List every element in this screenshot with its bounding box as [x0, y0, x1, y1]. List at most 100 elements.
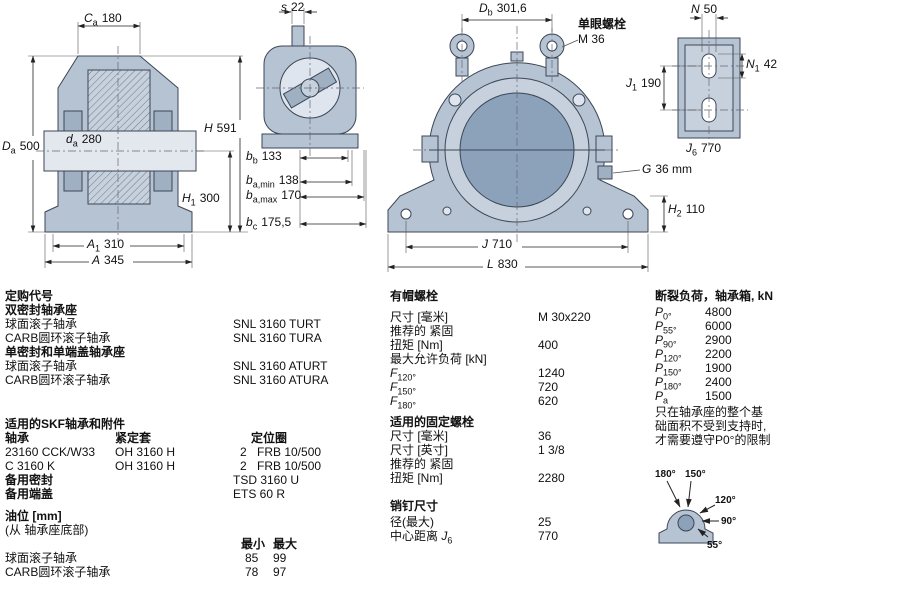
load-row: F120°1240	[390, 366, 565, 383]
dowel-hole	[582, 206, 592, 216]
torque-row: 扭矩 [Nm]400	[390, 338, 652, 352]
row-label: 扭矩 [Nm]	[390, 471, 443, 485]
side-plug	[597, 165, 613, 180]
bearings-title: 适用的SKF轴承和附件	[5, 417, 126, 431]
row-value: 620	[538, 394, 559, 408]
row-value: 1240	[538, 366, 565, 380]
torque-label-1: 推荐的 紧固	[390, 324, 454, 338]
row-label: 径(最大)	[390, 515, 434, 529]
pins-title: 销钉尺寸	[390, 499, 439, 513]
dimension-lines	[30, 9, 745, 270]
bearing-designation: C 3160 K	[5, 459, 56, 473]
row-value: SNL 3160 ATURT	[233, 359, 328, 373]
angle-label: 180°	[655, 469, 676, 480]
row-label: 球面滚子轴承	[5, 359, 78, 373]
min-value: 78	[245, 565, 259, 579]
row-value: 1900	[705, 361, 732, 375]
load-row: P0°4800	[655, 305, 732, 322]
technical-drawings	[28, 8, 748, 272]
row-value: 6000	[705, 319, 732, 333]
note-line: 础面积不受到支持时,	[655, 419, 767, 433]
row-label: 球面滚子轴承	[5, 317, 78, 331]
load-row: P150°1900	[655, 361, 732, 378]
eyebolt-size: M 36	[578, 32, 605, 46]
load-row: P120°2200	[655, 347, 732, 364]
centerlines	[36, 26, 748, 242]
row-value: 720	[538, 380, 559, 394]
note-line: 才需要遵守P0°的限制	[655, 433, 771, 447]
size-row: 尺寸 [毫米]M 30x220	[390, 310, 652, 324]
bearing-designation: 23160 CCK/W33	[5, 445, 96, 459]
cap-bolt-hole	[572, 93, 586, 107]
oil-level-subtitle: (从 轴承座底部)	[5, 523, 89, 537]
row-value: 2400	[705, 375, 732, 389]
breaking-loads-title: 断裂负荷，轴承箱, kN	[655, 289, 774, 303]
pin-dia-row: 径(最大)25	[390, 515, 652, 529]
load-direction-diagram: 180° 150° 120° 90° 55°	[655, 469, 736, 551]
cap-bolts-title: 有帽螺栓	[390, 289, 439, 303]
row-value: 400	[538, 338, 559, 352]
ring-qty: 2	[240, 459, 247, 473]
mini-bore	[677, 514, 695, 532]
row-value: 2900	[705, 333, 732, 347]
oil-level-header: 最小最大	[5, 537, 357, 551]
section-heading: 单密封和单端盖轴承座	[5, 345, 126, 359]
row-label: 尺寸 [英寸]	[390, 443, 449, 457]
ring-designation: FRB 10/500	[257, 459, 322, 473]
housing-front-view	[387, 33, 649, 233]
row-value: 2280	[538, 471, 565, 485]
row-label: 球面滚子轴承	[5, 551, 78, 565]
row-label: CARB圆环滚子轴承	[5, 331, 111, 345]
angle-label: 90°	[721, 516, 736, 527]
ring-qty: 2	[240, 445, 247, 459]
row-value: 1 3/8	[538, 443, 565, 457]
max-load-label: 最大允许负荷 [kN]	[390, 352, 487, 366]
note-line: 只在轴承座的整个基	[655, 405, 764, 419]
seal	[153, 170, 173, 192]
row-label: 备用密封	[5, 473, 54, 487]
base-bolt-hole	[622, 208, 634, 220]
seal	[63, 170, 83, 192]
ordering-title: 定购代号	[5, 289, 54, 303]
angle-label: 150°	[685, 469, 706, 480]
size-mm-row: 尺寸 [毫米]36	[390, 429, 652, 443]
torque-row: 扭矩 [Nm] 2280	[390, 471, 652, 485]
row-label: 尺寸 [毫米]	[390, 429, 449, 443]
load-row: P55°6000	[655, 319, 732, 336]
ordering-row: 球面滚子轴承 SNL 3160 ATURT	[5, 359, 357, 373]
sleeve-designation: OH 3160 H	[115, 459, 176, 473]
base-bolt-hole	[400, 208, 412, 220]
bearing-table-header: 轴承紧定套定位圈	[5, 431, 357, 445]
load-row: P180°2400	[655, 375, 732, 392]
cap-bolt-hole	[448, 93, 462, 107]
row-label: CARB圆环滚子轴承	[5, 565, 111, 579]
cap-bolt	[291, 25, 305, 49]
row-label: 尺寸 [毫米]	[390, 310, 449, 324]
